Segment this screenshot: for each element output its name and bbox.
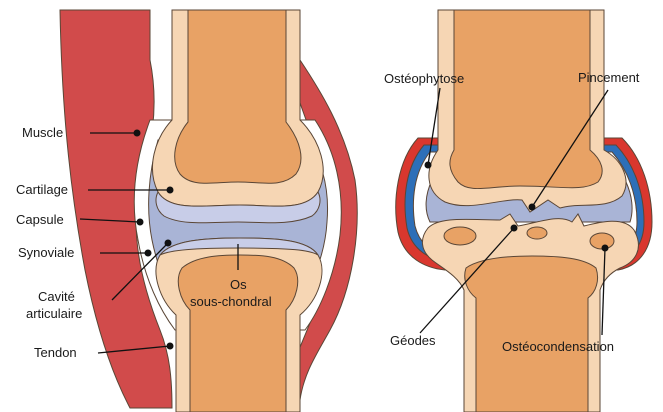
label-geodes: Géodes <box>390 333 436 348</box>
dot-muscle <box>134 130 141 137</box>
upper-bone-inner <box>175 10 301 183</box>
label-cavite-line1: Cavité <box>38 289 75 304</box>
label-pincement: Pincement <box>578 70 640 85</box>
label-osteophytose: Ostéophytose <box>384 71 464 86</box>
dot-osteocondensation <box>602 245 609 252</box>
arthritic-upper-bone-inner <box>450 10 602 189</box>
dot-pincement <box>529 204 536 211</box>
dot-osteophytose <box>425 162 432 169</box>
dot-cavite <box>165 240 172 247</box>
dot-geodes <box>511 225 518 232</box>
geode-left <box>444 227 476 245</box>
label-cavite-line2: articulaire <box>26 306 82 321</box>
label-tendon: Tendon <box>34 345 77 360</box>
label-cartilage: Cartilage <box>16 182 68 197</box>
geode-center <box>527 227 547 239</box>
label-synoviale: Synoviale <box>18 245 74 260</box>
label-capsule: Capsule <box>16 212 64 227</box>
dot-capsule <box>137 219 144 226</box>
arthritic-joint-panel: Ostéophytose Pincement Géodes Ostéoconde… <box>384 10 652 412</box>
dot-synoviale <box>145 250 152 257</box>
healthy-joint-panel: Muscle Cartilage Capsule Synoviale Cavit… <box>16 10 357 412</box>
label-muscle: Muscle <box>22 125 63 140</box>
dot-cartilage <box>167 187 174 194</box>
label-os-line2: sous-chondral <box>190 294 272 309</box>
label-os-line1: Os <box>230 277 247 292</box>
arthritic-lower-bone-inner <box>465 256 598 412</box>
dot-tendon <box>167 343 174 350</box>
label-osteocondensation: Ostéocondensation <box>502 339 614 354</box>
